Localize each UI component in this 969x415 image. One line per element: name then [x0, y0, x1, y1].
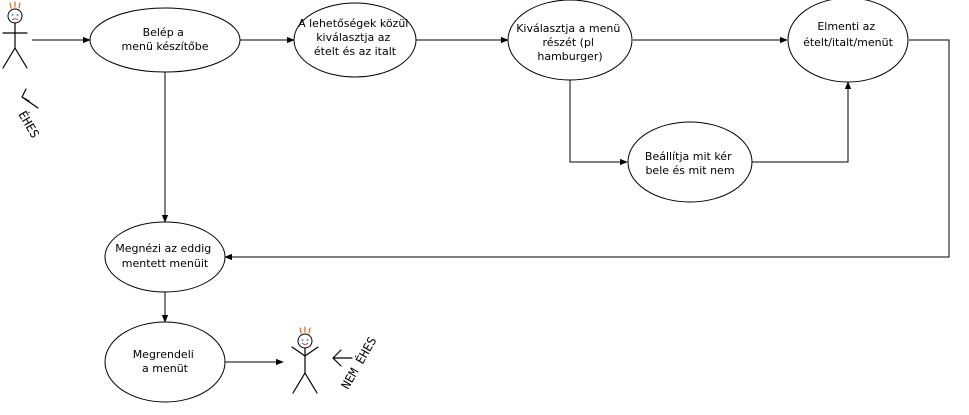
node-save-line-1: Elmenti az — [817, 20, 875, 33]
actor-end-leg-left — [292, 372, 306, 394]
node-order: Megrendeli a menüt — [104, 321, 226, 403]
actor-end-head-icon — [297, 333, 313, 349]
node-select-part-line-1: Kiválasztja a menü — [516, 22, 620, 35]
node-order-line-2: a menüt — [142, 362, 189, 375]
actor-start-head-icon — [7, 8, 23, 24]
node-save: Elmenti az ételt/italt/menüt — [787, 0, 909, 83]
actor-end-arm-right — [304, 346, 319, 357]
node-select-part-shape — [507, 0, 633, 81]
actor-start-leg-left — [2, 47, 16, 69]
node-view-line-2: mentett menüit — [122, 257, 209, 270]
node-view-shape — [104, 221, 226, 293]
node-enter-line-2: menü készítőbe — [121, 40, 208, 53]
actor-end-arm-left — [291, 346, 306, 357]
actor-end: NEM ÉHES — [291, 326, 380, 394]
node-view-label: Megnézi az eddig mentett menüit — [115, 242, 215, 270]
actor-end-face-icon — [301, 339, 309, 345]
node-save-label: Elmenti az ételt/italt/menüt — [803, 20, 894, 49]
node-choose-shape — [293, 2, 417, 78]
node-configure: Beállítja mit kér bele és mit nem — [627, 121, 753, 203]
node-configure-line-2: bele és mit nem — [645, 164, 734, 177]
node-order-line-1: Megrendeli — [133, 348, 194, 361]
node-save-line-2: ételt/italt/menüt — [803, 36, 894, 49]
node-enter-shape — [89, 7, 241, 73]
node-configure-shape — [627, 121, 753, 203]
node-choose-line-2: kiválasztja az — [316, 31, 390, 44]
actor-end-hair-icon — [299, 326, 311, 334]
edge-save-to-view — [224, 39, 950, 261]
node-enter: Belép a menü készítőbe — [89, 7, 241, 73]
actor-end-scribble-arrow-icon — [332, 349, 353, 367]
node-select-part-line-3: hamburger) — [537, 50, 602, 63]
node-choose-line-3: ételt és az italt — [314, 45, 397, 58]
node-configure-label: Beállítja mit kér bele és mit nem — [645, 150, 735, 177]
node-view-line-1: Megnézi az eddig — [115, 242, 211, 255]
node-enter-label: Belép a menü készítőbe — [121, 26, 208, 53]
node-choose: A lehetőségek közül kiválasztja az ételt… — [293, 2, 417, 78]
actor-start-leg-right — [14, 47, 28, 69]
edge-configure-to-save — [752, 81, 852, 163]
actor-start-scribble-arrow-icon — [21, 88, 39, 109]
actor-start-label: ÉHES — [15, 108, 42, 141]
node-select-part-label: Kiválasztja a menü részét (pl hamburger) — [516, 22, 624, 63]
node-order-shape — [104, 321, 226, 403]
edge-select-to-configure — [569, 80, 628, 166]
node-view: Megnézi az eddig mentett menüit — [104, 221, 226, 293]
node-select-part: Kiválasztja a menü részét (pl hamburger) — [507, 0, 633, 81]
node-choose-label: A lehetőségek közül kiválasztja az ételt… — [298, 17, 412, 58]
actor-start-face-icon — [11, 14, 19, 21]
actor-start-hair-icon — [9, 1, 21, 9]
actor-start: ÉHES — [2, 1, 43, 141]
node-choose-line-1: A lehetőségek közül — [298, 17, 408, 30]
node-configure-line-1: Beállítja mit kér — [645, 150, 732, 163]
edges — [32, 36, 950, 366]
node-save-shape — [787, 0, 909, 83]
node-order-label: Megrendeli a menüt — [133, 348, 198, 375]
node-select-part-line-2: részét (pl — [543, 36, 594, 49]
node-enter-line-1: Belép a — [143, 26, 184, 39]
actor-end-leg-right — [304, 372, 318, 394]
actor-end-label: NEM ÉHES — [338, 334, 380, 392]
